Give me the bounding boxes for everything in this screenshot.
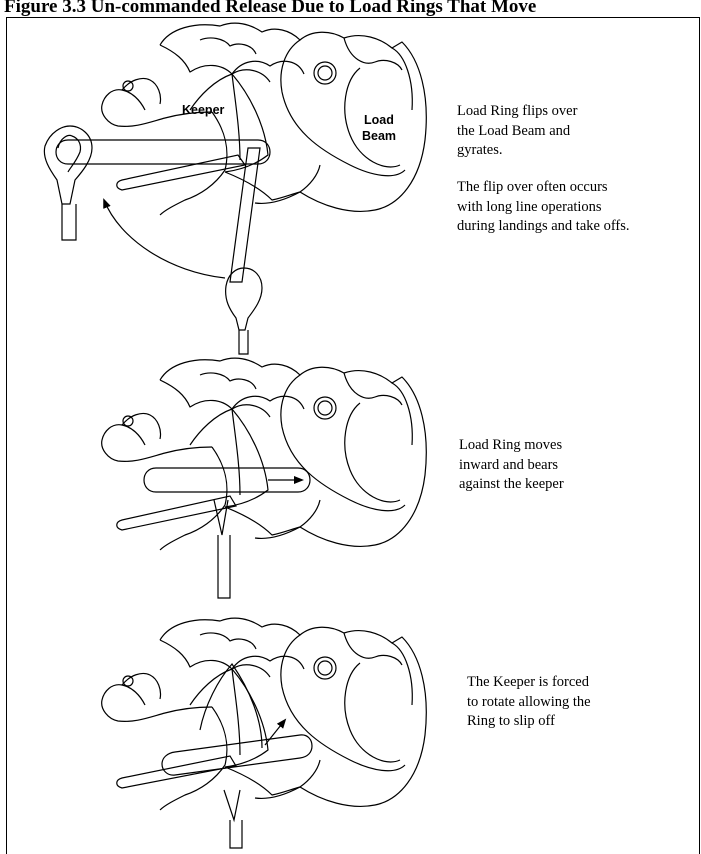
load-beam-label-line1: Load xyxy=(364,113,394,127)
panel-3-caption: The Keeper is forced to rotate allowing … xyxy=(467,673,591,732)
panel-1-caption-1: Load Ring flips over the Load Beam and g… xyxy=(457,102,577,161)
panel-2-caption: Load Ring moves inward and bears against… xyxy=(459,436,564,495)
panel-1-caption-2: The flip over often occurs with long lin… xyxy=(457,178,630,237)
panel-3-hook xyxy=(102,618,427,848)
keeper-label: Keeper xyxy=(182,103,225,117)
panel-2-hook xyxy=(102,358,427,598)
panel-1-hook: Keeper Load Beam xyxy=(44,23,426,354)
load-beam-label-line2: Beam xyxy=(362,129,396,143)
